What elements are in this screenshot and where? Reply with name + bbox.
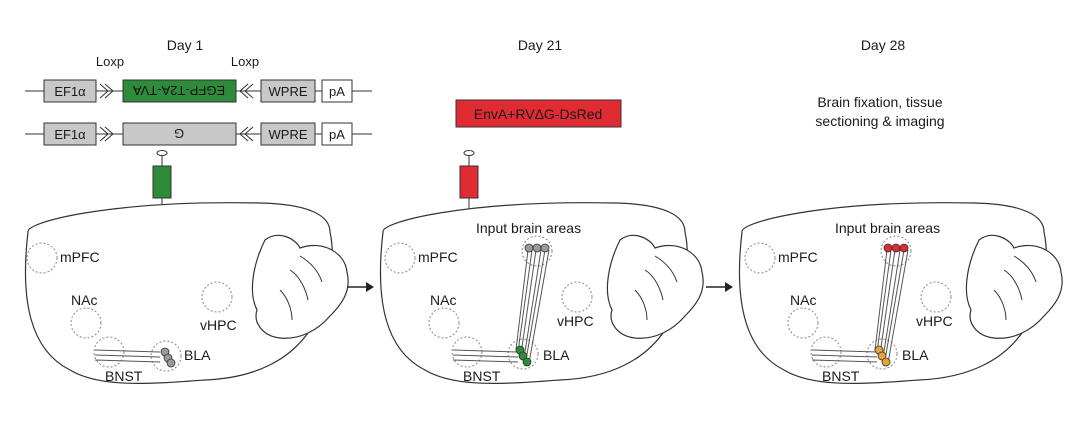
bla-region [507, 338, 539, 370]
starter-cells [160, 347, 176, 368]
bla-region [866, 338, 898, 370]
starter-cells [515, 345, 532, 367]
region-label-vhpc: vHPC [200, 317, 237, 333]
input-region [521, 235, 553, 267]
mpfc-region [384, 242, 416, 274]
vhpc-region [561, 281, 593, 313]
construct-2: EF1α G WPRE pA [25, 122, 372, 146]
day1-title: Day 1 [167, 37, 204, 53]
caption-line2: sectioning & imaging [815, 113, 944, 129]
region-label-nac: NAc [71, 292, 97, 308]
day28-title: Day 28 [861, 37, 906, 53]
loxp-arrow-icon [99, 126, 114, 142]
input-region [880, 235, 912, 267]
caption-line1: Brain fixation, tissue [817, 94, 942, 110]
day21-title: Day 21 [518, 37, 563, 53]
loxp-arrow-icon [239, 126, 254, 142]
bnst-region [451, 336, 483, 368]
region-label-nac: NAc [790, 292, 816, 308]
projection-fibers [811, 249, 909, 364]
mpfc-region [744, 242, 776, 274]
region-label-mpfc: mPFC [418, 249, 458, 265]
nac-region [787, 307, 819, 339]
construct2-promoter: EF1α [54, 127, 86, 142]
bnst-region [93, 336, 125, 368]
construct2-gene: G [174, 126, 184, 141]
starter-cells [874, 345, 891, 367]
panel-day21: Day 21 EnvA+RVΔG-DsRed mPFC NAc vHPC BNS… [379, 37, 704, 385]
region-label-bla: BLA [902, 347, 929, 363]
region-label-bnst: BNST [105, 368, 143, 384]
vhpc-region [920, 281, 952, 313]
injection-label-box [455, 99, 622, 128]
construct-1: EF1α EGFP-T2A-TVA WPRE pA [25, 79, 372, 103]
region-label-mpfc: mPFC [778, 249, 818, 265]
bnst-region [810, 336, 842, 368]
injection-label: EnvA+RVΔG-DsRed [474, 106, 603, 122]
loxp-right-label: Loxp [231, 54, 259, 69]
loxp-arrow-icon [99, 83, 114, 99]
nac-region [70, 307, 102, 339]
region-label-bla: BLA [543, 347, 570, 363]
input-areas-label: Input brain areas [835, 220, 940, 236]
region-label-mpfc: mPFC [60, 249, 100, 265]
brain-outline [24, 202, 349, 385]
mpfc-region [26, 242, 58, 274]
arrow-icon [706, 282, 733, 292]
construct1-pa: pA [329, 84, 345, 99]
vhpc-region [201, 281, 233, 313]
construct2-pa: pA [329, 127, 345, 142]
input-cells [524, 243, 550, 253]
input-cells [883, 243, 909, 253]
nac-region [428, 307, 460, 339]
region-label-nac: NAc [430, 292, 456, 308]
arrow-icon [347, 282, 374, 292]
construct2-wpre: WPRE [269, 127, 308, 142]
panel-day1: Day 1 Loxp Loxp EF1α EGFP-T2A-TVA WPRE p… [24, 37, 372, 385]
input-areas-label: Input brain areas [476, 220, 581, 236]
region-label-vhpc: vHPC [916, 313, 953, 329]
projection-fibers [94, 349, 161, 363]
region-label-bnst: BNST [463, 368, 501, 384]
loxp-arrow-icon [239, 83, 254, 99]
loxp-left-label: Loxp [96, 54, 124, 69]
projection-fibers [452, 249, 550, 364]
bla-region [150, 340, 182, 372]
construct1-gene: EGFP-T2A-TVA [133, 83, 226, 98]
construct1-promoter: EF1α [54, 84, 86, 99]
construct1-wpre: WPRE [269, 84, 308, 99]
region-label-bnst: BNST [822, 368, 860, 384]
region-label-vhpc: vHPC [557, 313, 594, 329]
region-label-bla: BLA [184, 347, 211, 363]
panel-day28: Day 28 Brain fixation, tissue sectioning… [738, 37, 1063, 385]
